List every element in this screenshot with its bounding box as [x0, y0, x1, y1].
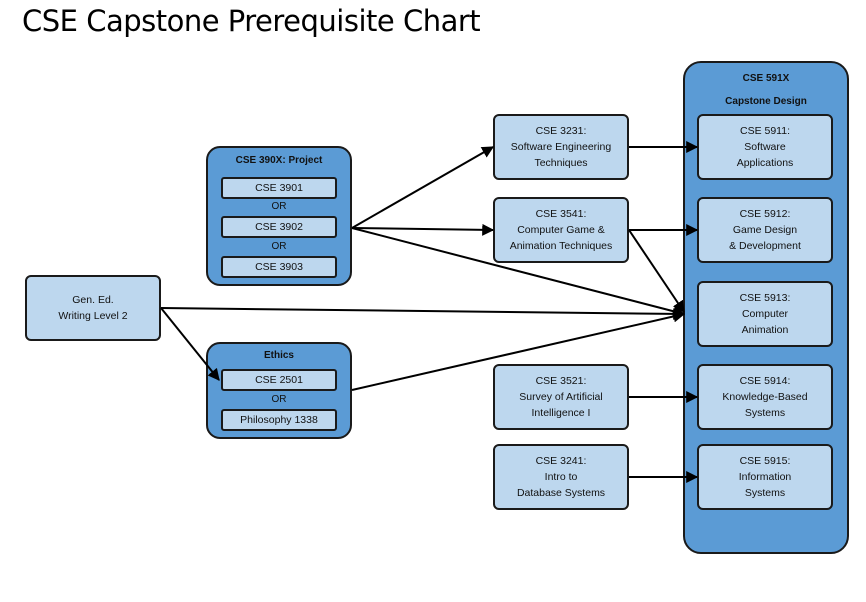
course-cse-3541[interactable]: CSE 3541: Computer Game & Animation Tech… — [493, 197, 629, 263]
course-cse-2501[interactable]: CSE 2501 — [221, 369, 337, 391]
course-title-line: Systems — [744, 407, 786, 419]
course-cse-5911[interactable]: CSE 5911: Software Applications — [697, 114, 833, 180]
or-label: OR — [271, 201, 287, 212]
course-label: Philosophy 1338 — [240, 414, 318, 426]
course-cse-3902[interactable]: CSE 3902 — [221, 216, 337, 238]
course-title-line: Database Systems — [516, 487, 606, 499]
project-group: CSE 390X: Project CSE 3901 OR CSE 3902 O… — [206, 146, 352, 286]
course-cse-5912[interactable]: CSE 5912: Game Design & Development — [697, 197, 833, 263]
course-title-line: Computer Game & — [517, 224, 605, 236]
course-philosophy-1338[interactable]: Philosophy 1338 — [221, 409, 337, 431]
arrow-gened-to-5913 — [160, 307, 686, 320]
course-cse-3901[interactable]: CSE 3901 — [221, 177, 337, 199]
course-title-line: Intro to — [544, 471, 578, 483]
arrow-3541-to-5913 — [628, 229, 685, 313]
course-code: CSE 5913: — [739, 292, 791, 304]
gen-ed-line2: Writing Level 2 — [58, 310, 128, 322]
course-title-line: Knowledge-Based — [722, 391, 808, 403]
course-title-line: Software Engineering — [510, 141, 612, 153]
course-title-line: Systems — [744, 487, 786, 499]
course-label: CSE 2501 — [255, 374, 303, 386]
course-code: CSE 5912: — [739, 208, 791, 220]
arrow-project-to-3231 — [351, 146, 495, 229]
course-title-line: Computer — [741, 308, 789, 320]
course-title-line: & Development — [729, 240, 801, 252]
course-code: CSE 3241: — [535, 455, 587, 467]
course-title-line: Animation Techniques — [509, 240, 613, 252]
arrow-project-to-3541 — [351, 223, 495, 236]
course-title-line: Information — [738, 471, 792, 483]
course-title-line: Applications — [736, 157, 794, 169]
course-cse-5915[interactable]: CSE 5915: Information Systems — [697, 444, 833, 510]
course-title-line: Techniques — [534, 157, 588, 169]
course-code: CSE 3541: — [535, 208, 587, 220]
course-title-line: Survey of Artificial — [519, 391, 603, 403]
course-cse-3231[interactable]: CSE 3231: Software Engineering Technique… — [493, 114, 629, 180]
course-cse-5914[interactable]: CSE 5914: Knowledge-Based Systems — [697, 364, 833, 430]
course-code: CSE 5911: — [739, 125, 790, 137]
course-title-line: Game Design — [732, 224, 798, 236]
course-title-line: Animation — [741, 324, 789, 336]
course-title-line: Intelligence I — [531, 407, 591, 419]
project-group-title: CSE 390X: Project — [235, 155, 323, 166]
course-cse-3903[interactable]: CSE 3903 — [221, 256, 337, 278]
gen-ed-line1: Gen. Ed. — [72, 294, 114, 306]
or-label: OR — [271, 241, 287, 252]
capstone-group-code: CSE 591X — [742, 73, 790, 84]
course-label: CSE 3902 — [255, 221, 303, 233]
course-code: CSE 3521: — [535, 375, 587, 387]
course-code: CSE 5914: — [739, 375, 791, 387]
course-cse-5913[interactable]: CSE 5913: Computer Animation — [697, 281, 833, 347]
or-label: OR — [271, 394, 287, 405]
course-code: CSE 5915: — [739, 455, 791, 467]
course-label: CSE 3903 — [255, 261, 303, 273]
ethics-group: Ethics CSE 2501 OR Philosophy 1338 — [206, 342, 352, 439]
ethics-group-title: Ethics — [263, 350, 294, 361]
course-label: CSE 3901 — [255, 182, 303, 194]
course-code: CSE 3231: — [535, 125, 587, 137]
course-cse-3241[interactable]: CSE 3241: Intro to Database Systems — [493, 444, 629, 510]
page-title: CSE Capstone Prerequisite Chart — [22, 4, 481, 38]
course-title-line: Software — [744, 141, 786, 153]
course-cse-3521[interactable]: CSE 3521: Survey of Artificial Intellige… — [493, 364, 629, 430]
capstone-group-title: Capstone Design — [725, 96, 807, 107]
gen-ed-writing-box[interactable]: Gen. Ed. Writing Level 2 — [25, 275, 161, 341]
